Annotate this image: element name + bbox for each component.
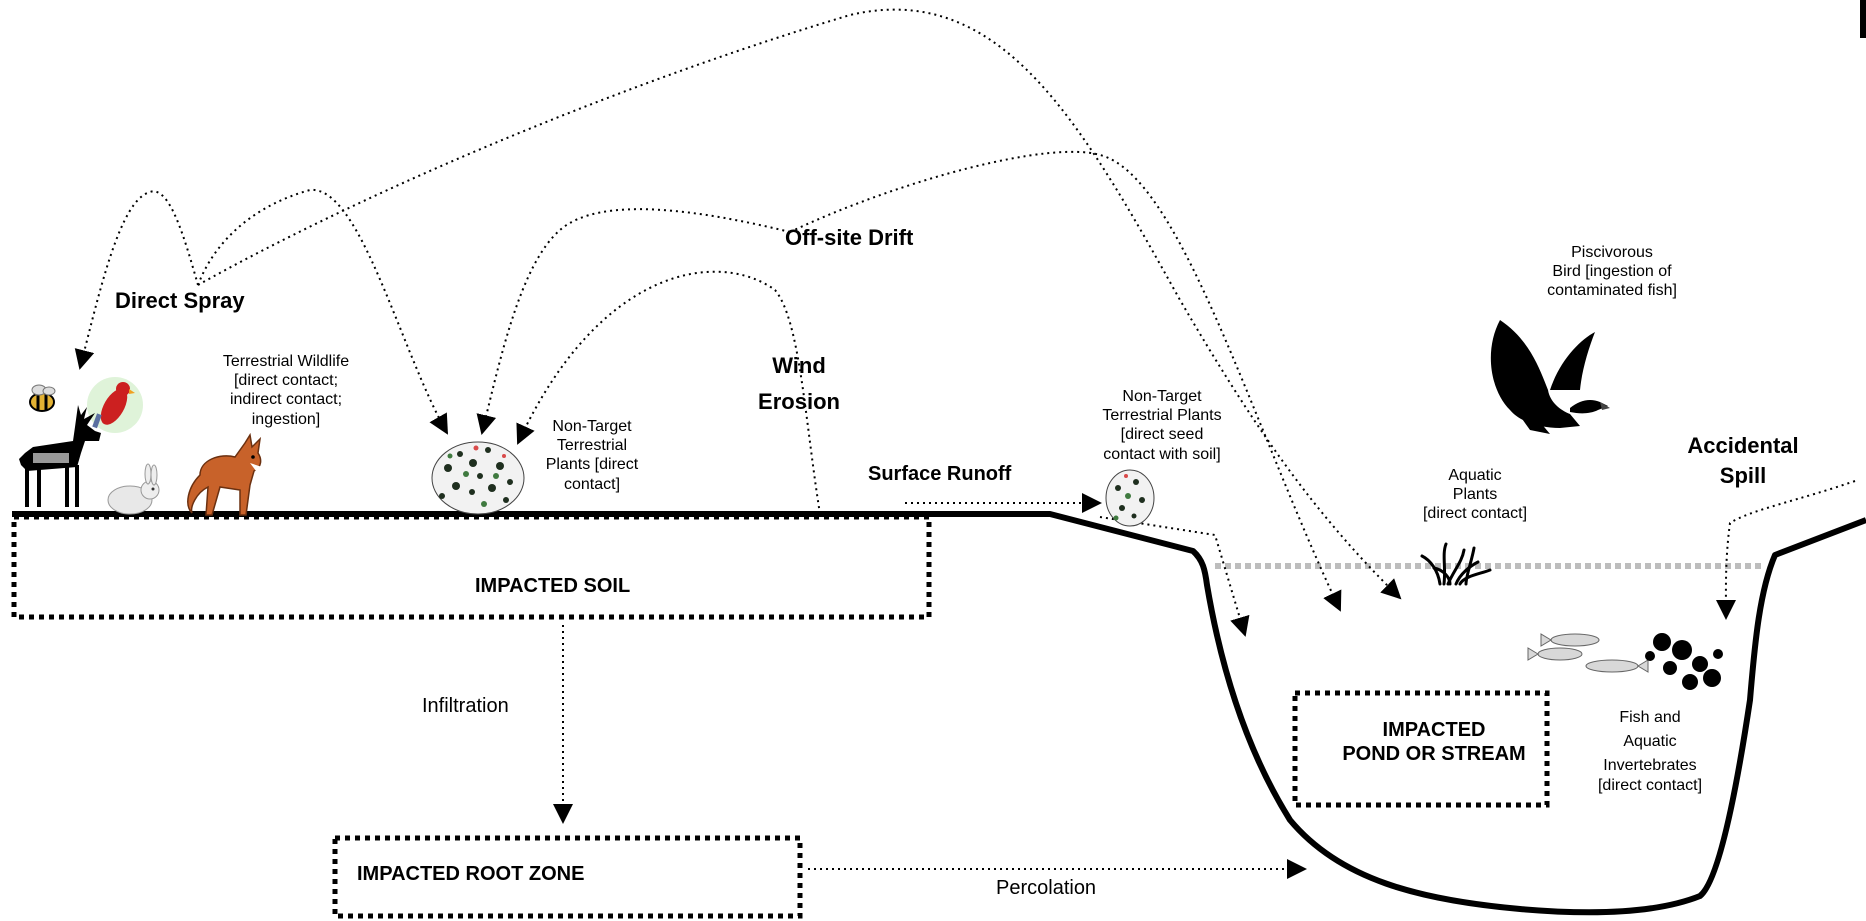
shrub-icon	[431, 441, 525, 515]
eagle-icon	[1490, 320, 1610, 434]
corner-mark	[1860, 0, 1866, 38]
fish-icon	[1527, 633, 1649, 673]
transport-arrows	[74, 8, 1856, 879]
ground-line	[12, 511, 1866, 916]
fish-invertebrates-line-1: Fish and	[1619, 709, 1681, 726]
accidental-spill-line-2: Spill	[1719, 463, 1767, 489]
impacted-pond-box	[1292, 690, 1550, 808]
arrow-drift-to-pond	[789, 150, 1342, 612]
terrestrial-wildlife-line-4: ingestion]	[251, 410, 321, 428]
percolation-label: Percolation	[996, 877, 1097, 899]
nontarget-plants-left-label: Non-Target Terrestrial Plants [direct co…	[532, 417, 652, 494]
impacted-root-zone-box	[332, 835, 803, 919]
nontarget-plants-left-line-3: Plants [direct	[545, 456, 639, 474]
nontarget-plants-right-line-3: [direct seed	[1120, 426, 1204, 444]
arrow-spray-to-wildlife	[74, 190, 199, 370]
piscivorous-bird-line-2: Bird [ingestion of	[1552, 263, 1672, 281]
terrestrial-wildlife-line-1: Terrestrial Wildlife	[222, 353, 350, 370]
nontarget-plants-right-line-1: Non-Target	[1122, 388, 1202, 405]
terrestrial-wildlife-label: Terrestrial Wildlife [direct contact; in…	[196, 352, 376, 429]
deer-icon	[19, 405, 101, 507]
accidental-spill-line-1: Accidental	[1687, 433, 1799, 458]
arrow-runoff-to-pond	[1099, 516, 1250, 637]
nontarget-plants-left-line-4: contact]	[563, 475, 621, 493]
nontarget-plants-right-line-2: Terrestrial Plants	[1102, 407, 1222, 425]
bee-icon	[29, 384, 56, 412]
nontarget-plants-left-line-1: Non-Target	[552, 418, 632, 435]
surface-runoff-label: Surface Runoff	[868, 463, 1012, 485]
arrow-wind-erosion	[516, 270, 821, 515]
fish-invertebrates-label: Fish and Aquatic Invertebrates [direct c…	[1578, 708, 1722, 795]
direct-spray-label: Direct Spray	[115, 288, 245, 313]
aquatic-plants-label: Aquatic Plants [direct contact]	[1405, 466, 1545, 524]
arrow-drift-to-shrub	[476, 208, 791, 435]
wind-erosion-line-1: Wind	[772, 353, 826, 378]
fox-icon	[187, 432, 262, 516]
cardinal-icon	[87, 377, 143, 433]
arrow-spray-to-pond	[197, 8, 1402, 600]
wind-erosion-label: Wind Erosion	[752, 353, 846, 416]
aquatic-plant-icon	[1420, 542, 1492, 586]
small-shrub-icon	[1105, 469, 1155, 527]
impacted-pond-label: IMPACTED POND OR STREAM	[1318, 718, 1550, 766]
aquatic-plants-line-2: Plants	[1452, 486, 1498, 504]
terrestrial-wildlife-line-3: indirect contact;	[229, 391, 343, 409]
impacted-root-zone-label: IMPACTED ROOT ZONE	[357, 863, 585, 885]
terrestrial-wildlife-line-2: [direct contact;	[233, 372, 339, 390]
impacted-pond-line-1: IMPACTED	[1382, 719, 1486, 741]
fish-invertebrates-line-3: Invertebrates	[1603, 757, 1697, 775]
aquatic-plants-line-3: [direct contact]	[1422, 505, 1528, 523]
impacted-soil-box	[11, 514, 932, 620]
fish-invertebrates-line-4: [direct contact]	[1597, 776, 1703, 794]
piscivorous-bird-label: Piscivorous Bird [ingestion of contamina…	[1527, 243, 1697, 301]
rabbit-icon	[107, 463, 160, 515]
arrow-accidental-spill	[1715, 480, 1856, 620]
nontarget-plants-left-line-2: Terrestrial	[556, 437, 628, 455]
nontarget-plants-right-line-4: contact with soil]	[1103, 445, 1221, 463]
impacted-pond-line-2: POND OR STREAM	[1342, 743, 1526, 765]
aquatic-plants-line-1: Aquatic	[1448, 467, 1502, 484]
piscivorous-bird-line-3: contaminated fish]	[1547, 282, 1677, 300]
infiltration-label: Infiltration	[422, 695, 509, 717]
nontarget-plants-right-label: Non-Target Terrestrial Plants [direct se…	[1082, 387, 1242, 464]
offsite-drift-label: Off-site Drift	[785, 225, 914, 250]
accidental-spill-label: Accidental Spill	[1670, 433, 1816, 490]
fish-invertebrates-line-2: Aquatic	[1623, 733, 1677, 751]
wind-erosion-line-2: Erosion	[758, 389, 840, 415]
invertebrates-icon	[1645, 633, 1723, 690]
impacted-soil-label: IMPACTED SOIL	[475, 575, 631, 597]
piscivorous-bird-line-1: Piscivorous	[1571, 244, 1653, 261]
